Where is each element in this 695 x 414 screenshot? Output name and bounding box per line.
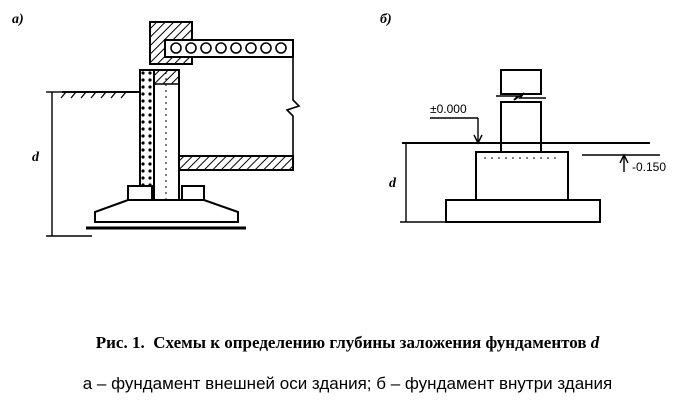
wall-cap [153, 69, 180, 85]
level-top-label: ±0.000 [430, 102, 467, 116]
panel-a-label: а) [12, 12, 24, 27]
pedestal [475, 151, 569, 201]
level-arrow-top [473, 118, 483, 145]
roof-slab-voids [170, 42, 287, 54]
figure-legend: а – фундамент внешней оси здания; б – фу… [82, 374, 613, 393]
caption-prefix: Рис. 1. [95, 333, 145, 352]
figure-caption: Рис. 1. Схемы к определению глубины зало… [0, 333, 695, 353]
figure: а) б) d d ±0.000 -0.150 [12, 12, 667, 237]
floor-slab [178, 155, 294, 171]
dimension-a: d [32, 150, 39, 165]
panel-b-drawing [400, 69, 660, 223]
level-arrow-floor [619, 153, 629, 172]
caption-text: Схемы к определению глубины заложения фу… [153, 333, 587, 352]
break-line [285, 40, 301, 170]
panel-a-drawing [46, 21, 301, 237]
level-floor-label: -0.150 [632, 160, 667, 174]
ground-hatching [60, 91, 127, 99]
column-break [496, 92, 546, 101]
wall-insulation [139, 69, 155, 201]
caption-symbol: d [590, 333, 600, 352]
footing-b [445, 199, 601, 223]
column-top [500, 69, 542, 95]
footing-slab [94, 199, 239, 223]
column [500, 101, 542, 153]
wall-column [153, 69, 180, 206]
roof-slab [164, 39, 294, 58]
foundation-diagram [46, 21, 660, 237]
panel-b-label: б) [380, 12, 392, 27]
dimension-b: d [389, 176, 396, 191]
